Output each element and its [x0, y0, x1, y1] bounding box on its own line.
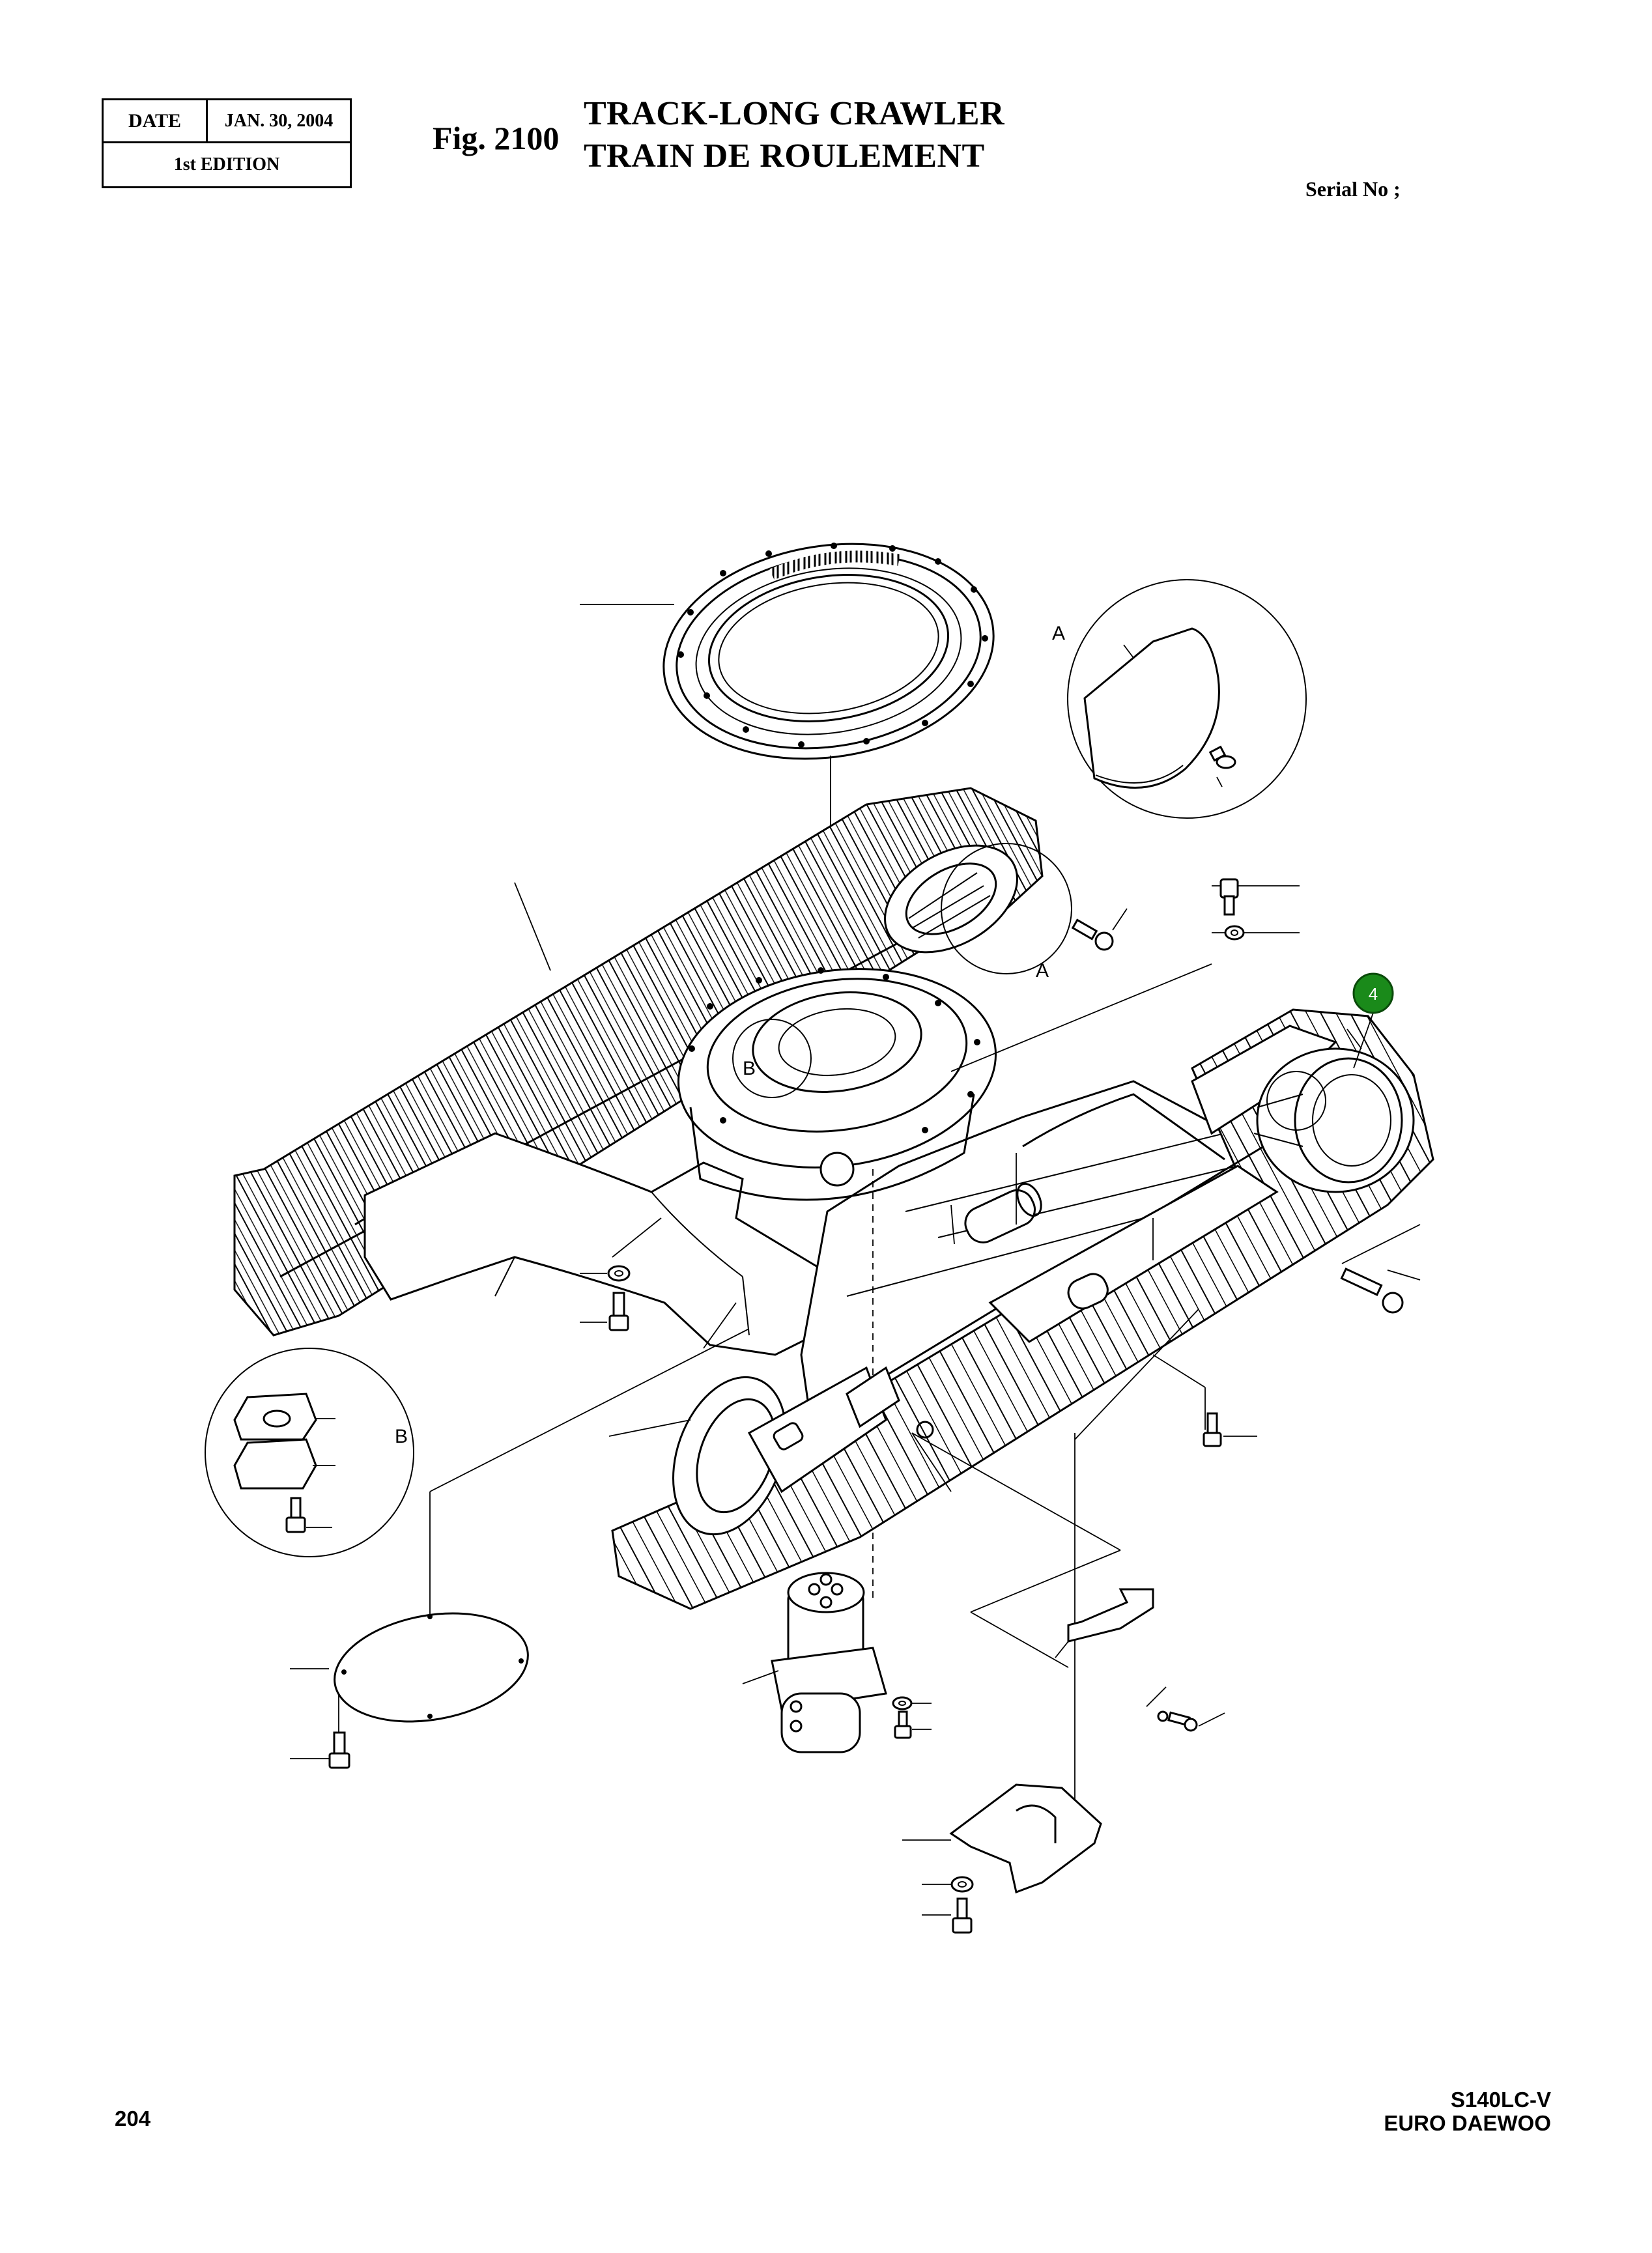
centre-swivel-joint: [742, 1572, 887, 1753]
front-idler: [672, 1366, 900, 1536]
page-number: 204: [115, 2106, 151, 2131]
detail-a-main-label: A: [1036, 960, 1049, 982]
bottom-cover: [290, 1612, 529, 1769]
bolt-icon: [1157, 1710, 1198, 1732]
rear-idler: A: [884, 843, 1128, 982]
washer-icon: [1224, 925, 1245, 941]
title-english: TRACK-LONG CRAWLER: [584, 95, 1005, 132]
hardware-swivel: [892, 1696, 932, 1739]
brand-name: EURO DAEWOO: [1384, 2111, 1551, 2135]
date-label: DATE: [104, 100, 208, 141]
centre-housing: B: [677, 967, 997, 1602]
callout-badge: [1352, 972, 1394, 1014]
bolt-icon: [1208, 745, 1236, 769]
date-value: JAN. 30, 2004: [224, 110, 334, 131]
swing-bearing: [580, 543, 995, 971]
bolt-icon: [608, 1292, 629, 1331]
bolt-icon: [285, 1497, 306, 1533]
detail-a-label: A: [1052, 623, 1065, 644]
bolt-icon: [1071, 918, 1114, 951]
date-row: DATE JAN. 30, 2004: [104, 100, 350, 143]
model-block: S140LC-V EURO DAEWOO: [1384, 2088, 1551, 2135]
detail-a-cover: A: [1052, 579, 1307, 819]
travel-motor-sprocket: [1253, 1047, 1415, 1193]
hardware-right: [1203, 878, 1404, 1447]
detail-b-main-label: B: [743, 1058, 756, 1079]
bolt-icon: [894, 1710, 912, 1739]
edition-label: 1st EDITION: [173, 154, 280, 175]
hardware-left: [580, 1265, 631, 1331]
track-adjuster: [916, 1182, 1109, 1439]
bolt-icon: [1340, 1268, 1404, 1314]
washer-icon: [607, 1265, 631, 1282]
figure-number: Fig. 2100: [433, 120, 560, 156]
model-name: S140LC-V: [1450, 2088, 1551, 2112]
bolt-icon: [1203, 1412, 1222, 1447]
date-box: DATE JAN. 30, 2004 1st EDITION: [102, 98, 352, 188]
title-french: TRAIN DE ROULEMENT: [584, 137, 985, 175]
serial-number-label: Serial No ;: [1305, 177, 1401, 201]
bolt-icon: [328, 1731, 350, 1769]
washer-icon: [892, 1696, 913, 1710]
track-guard-bracket: [1055, 1588, 1225, 1732]
washer-icon: [950, 1876, 974, 1893]
bolt-icon: [1219, 878, 1239, 916]
detail-b-plates: B: [205, 1348, 414, 1557]
mount-bracket: [902, 1783, 1102, 1934]
callout-4: 4: [1352, 972, 1394, 1069]
bolt-icon: [952, 1897, 973, 1934]
detail-b-label: B: [395, 1426, 408, 1447]
leader-lines: [429, 885, 1421, 1817]
callout-number: 4: [1369, 984, 1378, 1004]
